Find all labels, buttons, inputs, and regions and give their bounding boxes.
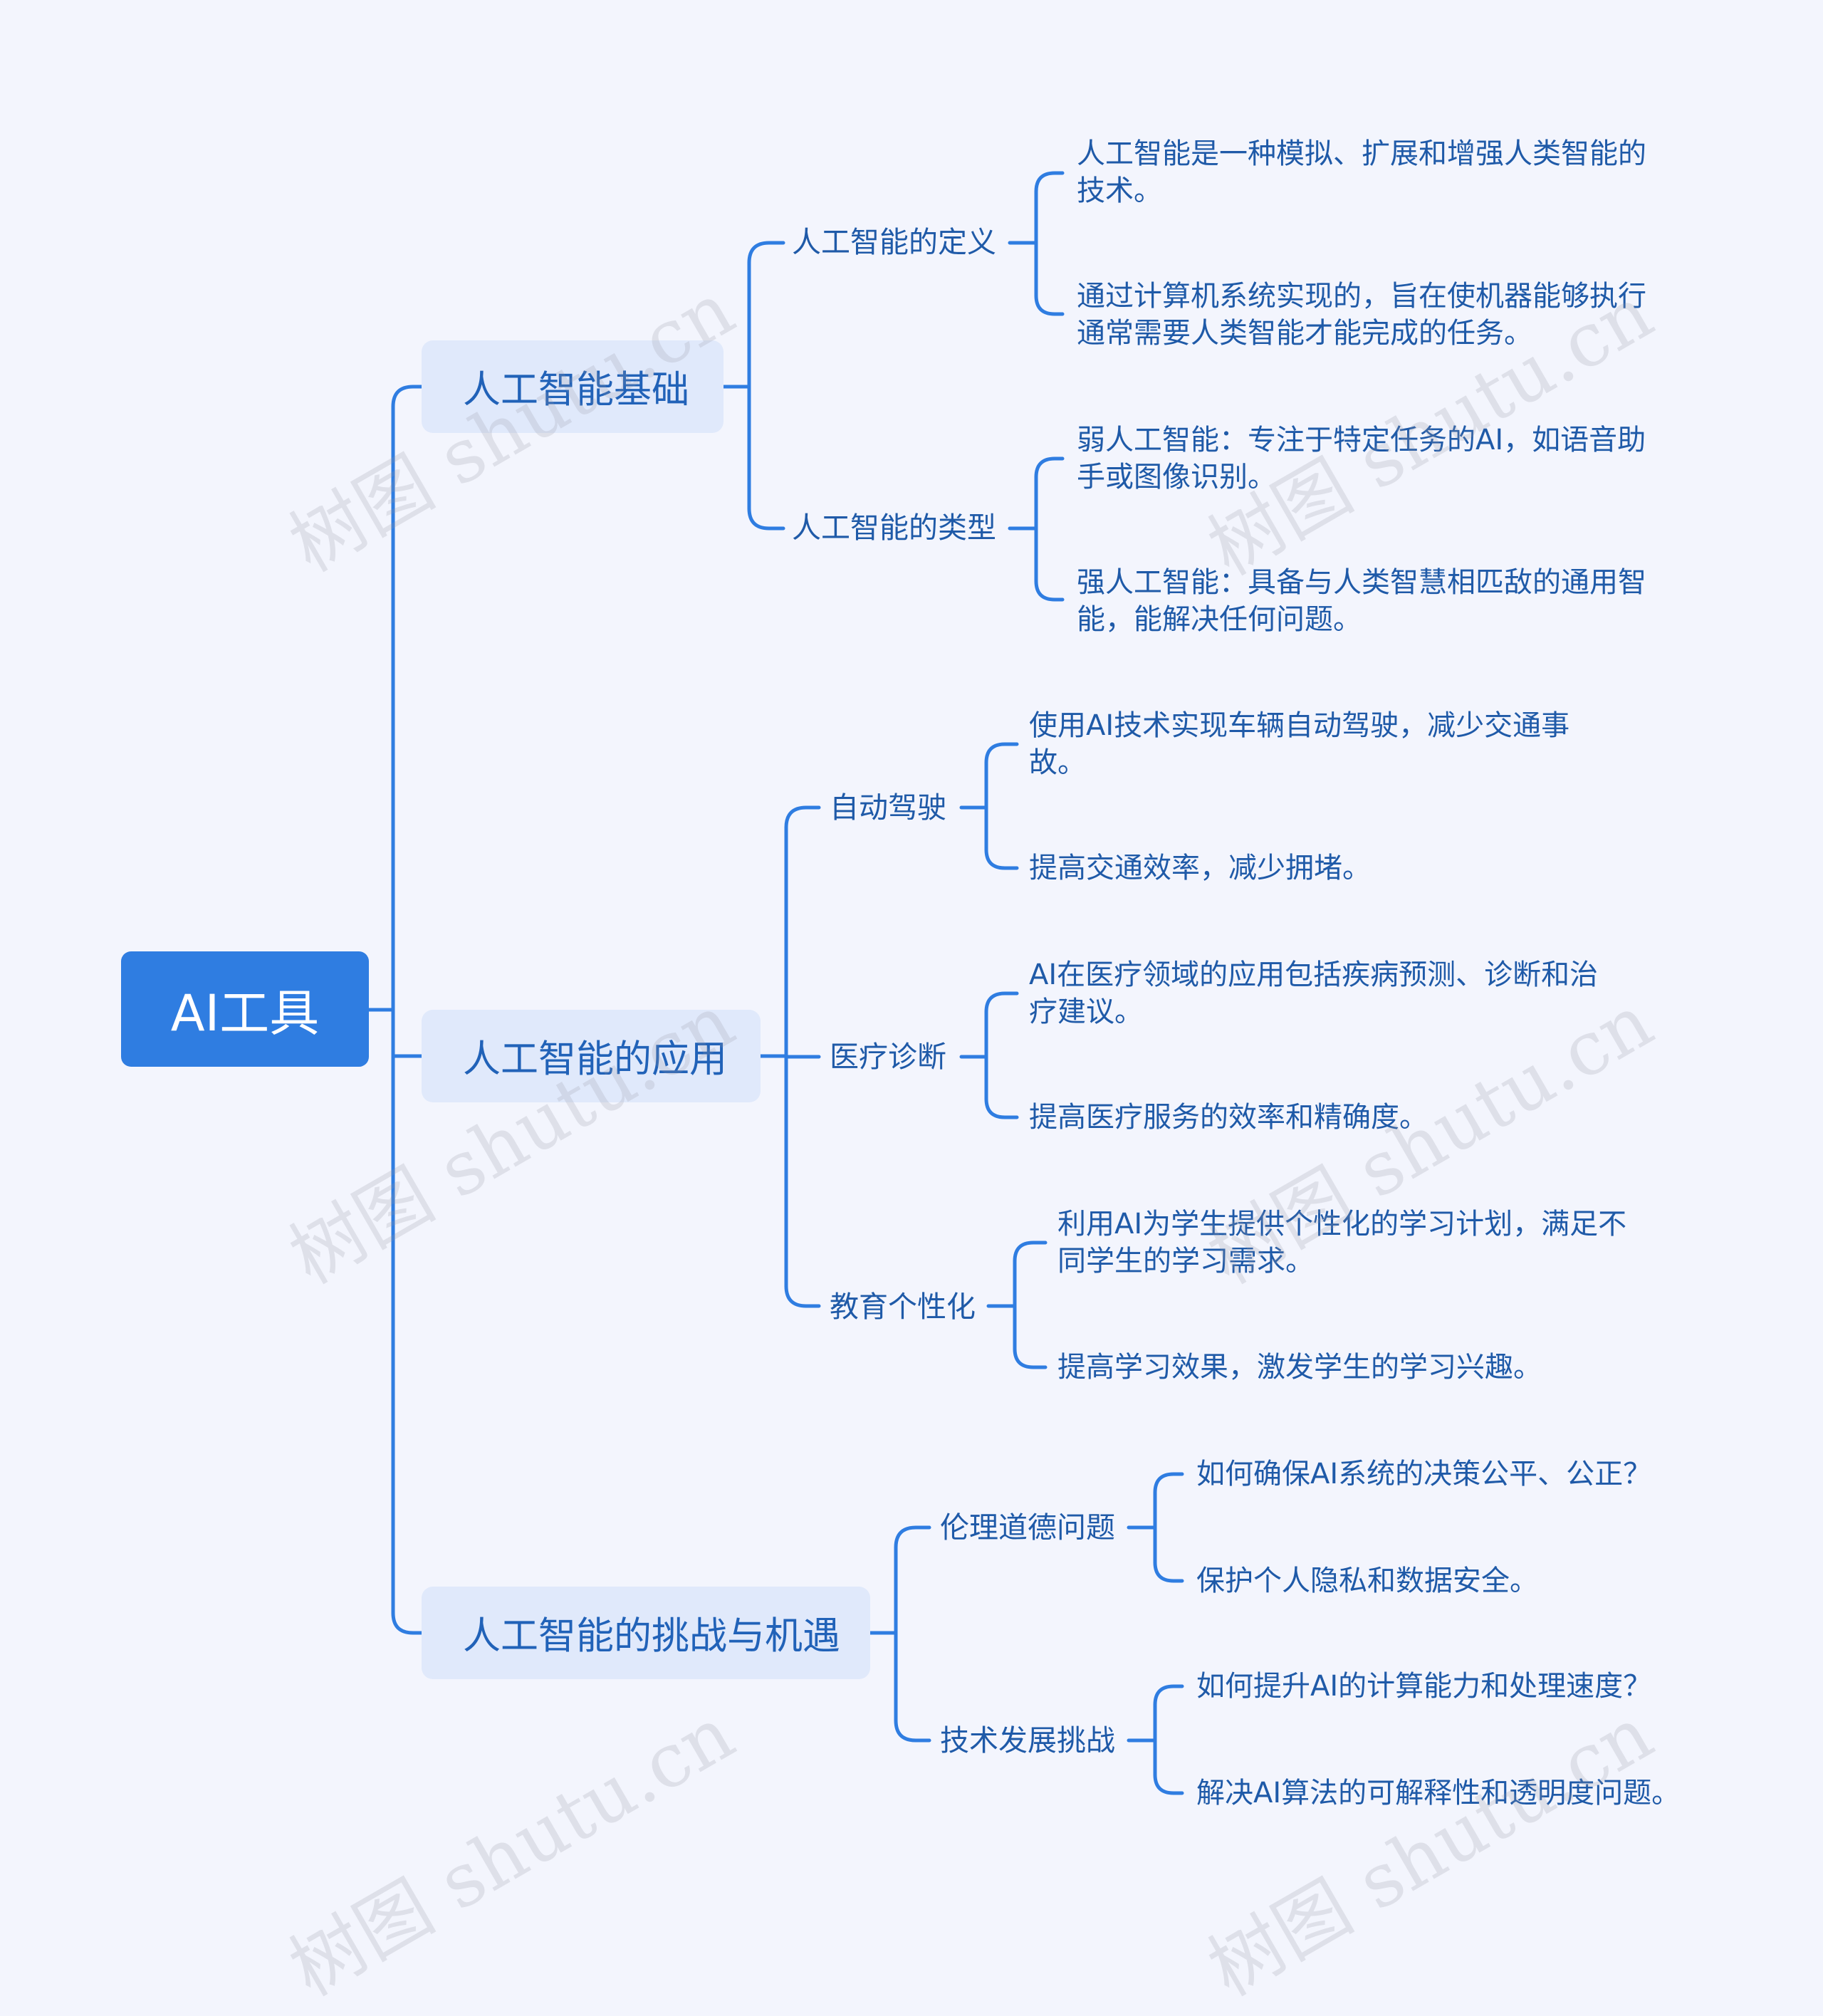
branch-label: 人工智能的应用 bbox=[463, 1038, 727, 1081]
branch-label: 人工智能的挑战与机遇 bbox=[463, 1614, 840, 1658]
leaf-item: 如何提升AI的计算能力和处理速度？ bbox=[1196, 1670, 1652, 1703]
branch-node-ai-applications[interactable]: 人工智能的应用 bbox=[422, 1010, 761, 1102]
leaf-item: 提高医疗服务的效率和精确度。 bbox=[1029, 1101, 1428, 1134]
leaf-item: 利用AI为学生提供个性化的学习计划，满足不同学生的学习需求。 bbox=[1057, 1208, 1627, 1278]
sub-node-tech-challenges[interactable]: 技术发展挑战 bbox=[940, 1723, 1115, 1758]
connector-line bbox=[1034, 171, 1065, 194]
branch-label: 人工智能基础 bbox=[463, 368, 689, 412]
root-node[interactable]: AI工具 bbox=[121, 951, 369, 1067]
connector-line bbox=[984, 742, 1019, 765]
connector-line bbox=[1034, 293, 1065, 316]
leaf-item: 保护个人隐私和数据安全。 bbox=[1196, 1565, 1538, 1597]
connector-line bbox=[784, 805, 821, 830]
root-label: AI工具 bbox=[170, 983, 320, 1043]
sub-node-definition[interactable]: 人工智能的定义 bbox=[792, 225, 996, 259]
connector-line bbox=[784, 1284, 821, 1308]
leaf-item: 强人工智能：具备与人类智慧相匹敌的通用智能，能解决任何问题。 bbox=[1077, 566, 1646, 636]
leaf-item: 弱人工智能：专注于特定任务的AI，如语音助手或图像识别。 bbox=[1077, 424, 1646, 493]
connector-line bbox=[894, 1718, 931, 1743]
sub-node-ethics[interactable]: 伦理道德问题 bbox=[940, 1510, 1115, 1545]
connector-line bbox=[1153, 1772, 1184, 1795]
leaf-item: 人工智能是一种模拟、扩展和增强人类智能的技术。 bbox=[1077, 137, 1646, 207]
branch-node-ai-basics[interactable]: 人工智能基础 bbox=[422, 340, 724, 433]
connector-line bbox=[747, 506, 785, 531]
leaf-item: AI在医疗领域的应用包括疾病预测、诊断和治疗建议。 bbox=[1029, 959, 1599, 1028]
leaf-item: 如何确保AI系统的决策公平、公正？ bbox=[1196, 1458, 1652, 1490]
connector-line bbox=[747, 241, 785, 265]
sub-node-personalized-education[interactable]: 教育个性化 bbox=[830, 1290, 976, 1324]
connector-line bbox=[1013, 1347, 1048, 1369]
connector-line bbox=[1034, 579, 1065, 602]
leaf-item: 提高学习效果，激发学生的学习兴趣。 bbox=[1057, 1351, 1542, 1384]
leaf-item: 通过计算机系统实现的，旨在使机器能够执行通常需要人类智能才能完成的任务。 bbox=[1077, 280, 1646, 350]
connector-line bbox=[1034, 456, 1065, 479]
sub-node-medical-diagnosis[interactable]: 医疗诊断 bbox=[830, 1040, 946, 1074]
connector-line bbox=[894, 1525, 931, 1550]
connector-line bbox=[1153, 1472, 1184, 1495]
branch-node-challenges[interactable]: 人工智能的挑战与机遇 bbox=[422, 1587, 870, 1679]
leaf-item: 使用AI技术实现车辆自动驾驶，减少交通事故。 bbox=[1029, 709, 1570, 779]
leaf-item: 提高交通效率，减少拥堵。 bbox=[1029, 852, 1371, 884]
connector-lines bbox=[367, 171, 1184, 1795]
connector-line bbox=[984, 847, 1019, 870]
connector-line bbox=[391, 385, 424, 409]
connector-line bbox=[1013, 1241, 1048, 1263]
connector-line bbox=[1153, 1560, 1184, 1583]
sub-node-autonomous-driving[interactable]: 自动驾驶 bbox=[830, 790, 946, 825]
connector-line bbox=[984, 1097, 1019, 1119]
connector-line bbox=[1153, 1684, 1184, 1707]
sub-node-types[interactable]: 人工智能的类型 bbox=[792, 511, 996, 545]
mind-map-canvas: AI工具 人工智能基础 人工智能的定义 人工智能是一种模拟、扩展和增强人类智能的… bbox=[121, 137, 1681, 2012]
connector-line bbox=[984, 991, 1019, 1014]
leaf-item: 解决AI算法的可解释性和透明度问题。 bbox=[1196, 1777, 1681, 1809]
connector-line bbox=[391, 1611, 424, 1635]
